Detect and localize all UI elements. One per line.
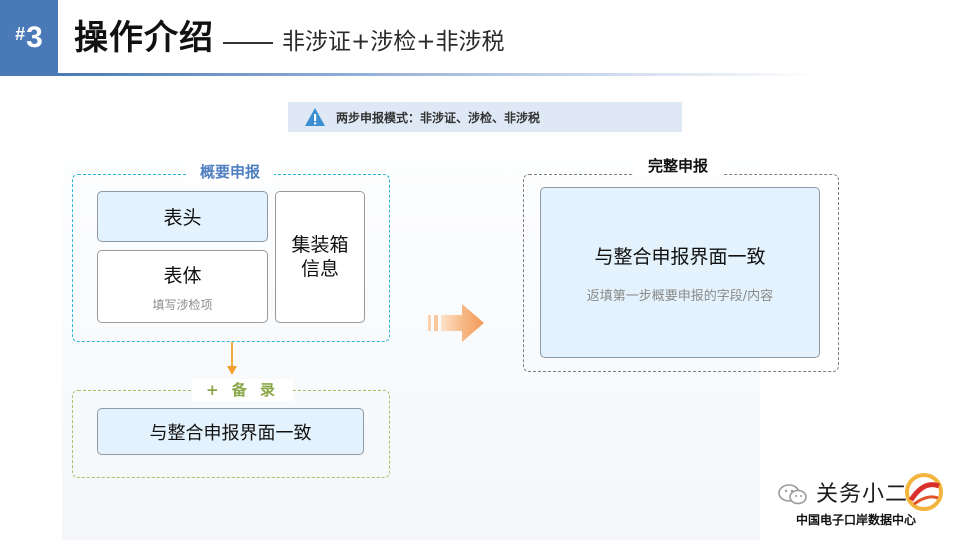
body-card: 表体 填写涉检项 — [97, 250, 268, 323]
section-number-badge: #3 — [0, 0, 58, 76]
mode-notice: 两步申报模式：非涉证、涉检、非涉税 — [288, 102, 682, 132]
arrow-right-icon — [428, 302, 486, 344]
record-card-label: 与整合申报界面一致 — [149, 422, 312, 444]
account-name: 关务小二 — [816, 482, 909, 507]
container-info-line1: 集装箱 — [291, 234, 349, 256]
header-card: 表头 — [97, 191, 268, 242]
full-declaration-label: 完整申报 — [634, 155, 723, 177]
full-declaration-card-title: 与整合申报界面一致 — [594, 245, 766, 268]
organization-name: 中国电子口岸数据中心 — [796, 513, 917, 527]
arrow-down-icon — [224, 342, 240, 376]
body-card-label: 表体 — [163, 264, 202, 287]
record-card: 与整合申报界面一致 — [97, 408, 364, 455]
section-number: 3 — [26, 21, 43, 54]
header-card-label: 表头 — [163, 207, 202, 229]
page-title: 操作介绍 — [74, 18, 214, 58]
page-subtitle: 非涉证+涉检+非涉税 — [282, 29, 505, 55]
wechat-icon — [778, 484, 808, 506]
warning-triangle-icon — [304, 107, 326, 127]
port-logo-icon — [902, 470, 946, 514]
record-label: + 备 录 — [192, 379, 294, 401]
section-hash: # — [15, 23, 26, 44]
container-info-card: 集装箱 信息 — [275, 191, 365, 323]
full-declaration-card-hint: 返填第一步概要申报的字段/内容 — [586, 288, 774, 304]
full-declaration-card: 与整合申报界面一致 返填第一步概要申报的字段/内容 — [540, 187, 820, 358]
title-dash-divider — [223, 42, 273, 44]
container-info-line2: 信息 — [300, 258, 339, 280]
notice-text: 两步申报模式：非涉证、涉检、非涉税 — [336, 110, 541, 125]
header-underline — [58, 73, 818, 76]
body-card-hint: 填写涉检项 — [152, 297, 213, 312]
summary-declaration-label: 概要申报 — [186, 161, 275, 183]
